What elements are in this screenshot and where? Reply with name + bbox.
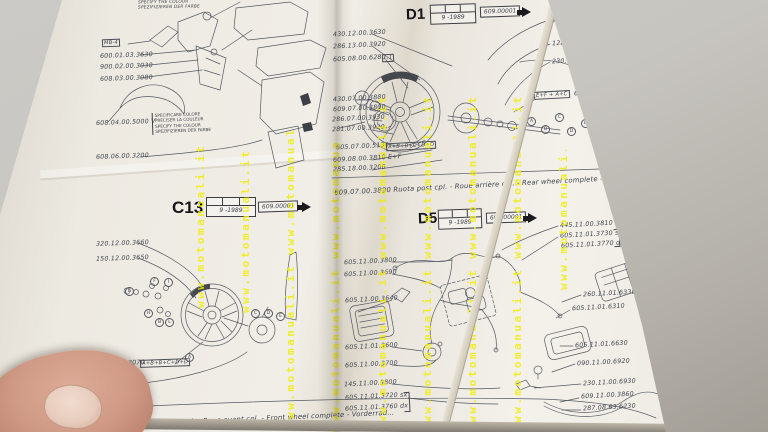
- arrow-icon: [297, 202, 311, 212]
- part-number: 128.08.00.6270: [551, 37, 606, 48]
- callout-letter: A: [185, 353, 194, 362]
- callout-letter: I: [164, 278, 173, 287]
- watermark: www.motomanuali.it www.motomanuali.it: [511, 94, 524, 432]
- pair-bracket: [403, 391, 411, 413]
- part-number: 609.07.00.6600: [573, 87, 628, 98]
- callout-letter: D: [567, 127, 576, 136]
- arrow-icon: [517, 7, 531, 17]
- callout-letter: C: [251, 309, 260, 318]
- callout-letter: B: [541, 125, 550, 134]
- watermark: www.motomanuali.it: [239, 148, 252, 313]
- callout-letter: G: [125, 287, 134, 296]
- watermark: www.motomanuali.it www.motomanuali.it: [376, 94, 389, 432]
- callout-letter: F: [595, 133, 604, 142]
- pair-bracket: [613, 228, 621, 248]
- callout-letter: B: [155, 318, 164, 327]
- mb4-label: MB-4: [101, 38, 121, 48]
- watermark: www.motomanuali.it www.motomanuali.it: [284, 128, 297, 428]
- watermark: www.motomanuali.it: [702, 175, 715, 340]
- callout-letter: L: [165, 318, 174, 327]
- callout-letter: E: [581, 119, 590, 128]
- thumb-nail: [41, 381, 105, 432]
- section-date: 9 -1989: [219, 207, 243, 214]
- part-number: 630.12.00.3660: [550, 14, 605, 25]
- watermark: www.motomanuali.it www.motomanuali.it: [466, 94, 479, 432]
- callout-letter: H: [144, 309, 153, 318]
- callout-letter: D: [264, 309, 273, 318]
- watermark: www.motomanuali.it: [194, 143, 207, 308]
- part-number: 230.08.00.6960: [551, 55, 606, 66]
- arrow-icon: [523, 213, 537, 223]
- watermark: www.motomanuali.it www.motomanuali.it: [421, 94, 434, 432]
- callout-letter: E: [276, 312, 285, 321]
- section-code-c13: C13: [172, 198, 204, 217]
- book-spine: [318, 0, 354, 432]
- callout-letter: C: [555, 113, 564, 122]
- watermark: www.motomanuali.it: [557, 150, 570, 290]
- callout-letter: F: [150, 277, 159, 286]
- section-table-c13: 9 -1989: [206, 197, 256, 217]
